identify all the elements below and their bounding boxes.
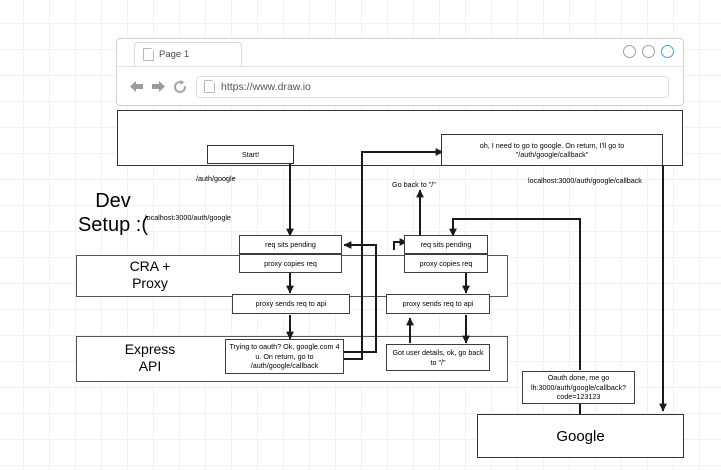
reload-icon[interactable] [173,79,187,94]
lane-cra-proxy-label-line2: Proxy [132,275,168,292]
url-input[interactable]: https://www.draw.io [196,75,669,98]
page-title: Dev Setup :( [48,189,178,238]
close-circle-icon[interactable] [661,45,674,58]
url-bar-row: https://www.draw.io [117,66,683,106]
edge-label-localhost-auth-google-callback: localhost:3000/auth/google/callback [528,176,642,185]
box-express-oauth[interactable]: Trying to oauth? Ok, google.com 4 u. On … [225,339,344,374]
tab-label: Page 1 [159,49,190,60]
window-buttons [623,45,674,58]
box-proxy-sends-req-right[interactable]: proxy sends req to api [386,294,490,314]
box-proxy-copies-req-left[interactable]: proxy copies req [239,254,342,273]
page-title-line1: Dev [95,190,131,212]
forward-arrow-icon[interactable] [151,80,166,93]
lane-express-api-label-line1: Express [124,341,176,357]
page-title-line2: Setup :( [77,214,149,237]
box-req-sits-pending-right[interactable]: req sits pending [404,235,488,254]
box-proxy-sends-req-left[interactable]: proxy sends req to api [232,294,350,314]
edge-label-localhost-auth-google: localhost:3000/auth/google [145,213,231,222]
lane-express-api-label-line2: API [138,358,162,375]
browser-window: Page 1 [116,38,684,106]
edge-label-go-back-to-root: Go back to "/" [392,180,436,189]
arrow-express-oauth-back-to-left-pending [343,241,377,353]
tab-strip: Page 1 [117,39,683,66]
lane-cra-proxy-label: CRA + Proxy [90,258,210,292]
box-proxy-copies-req-right[interactable]: proxy copies req [404,254,488,273]
lane-cra-proxy-label-line1: CRA + [129,258,171,274]
minimize-circle-icon[interactable] [623,45,636,58]
arrow-oauth-done-to-right-pending [449,218,581,370]
box-google-redirect-note[interactable]: oh, I need to go to google. On return, I… [441,134,663,166]
arrow-express-oauth-to-google-note [344,148,444,360]
tab-page-1[interactable]: Page 1 [134,42,242,66]
box-express-user-details[interactable]: Got user details, ok, go back to "/" [386,344,490,371]
maximize-circle-icon[interactable] [642,45,655,58]
back-arrow-icon[interactable] [129,80,144,93]
nav-icons [129,79,187,94]
box-start[interactable]: Start! [207,145,294,164]
arrow-right-inner-loop [393,238,408,250]
url-text: https://www.draw.io [221,80,311,93]
box-google[interactable]: Google [477,414,684,458]
lane-express-api-label: Express API [90,341,210,375]
page-icon [143,48,154,61]
box-req-sits-pending-left[interactable]: req sits pending [239,235,342,254]
edge-label-auth-google: /auth/google [196,174,236,183]
box-oauth-done[interactable]: Oauth done, me go lh:3000/auth/google/ca… [522,371,635,404]
page-icon [204,80,215,93]
